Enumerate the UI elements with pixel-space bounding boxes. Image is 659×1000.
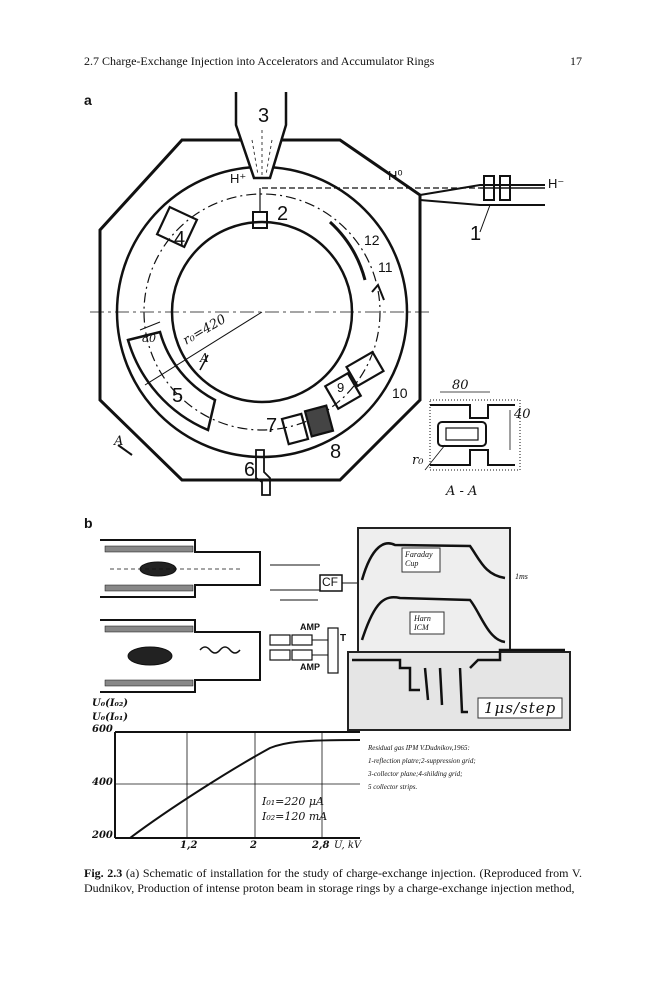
label-3: 3 xyxy=(258,105,269,127)
scope1-time: 1ms xyxy=(515,572,528,581)
caption-text: (a) Schematic of installation for the st… xyxy=(84,866,582,895)
scope3-time: 1μs/step xyxy=(484,699,557,717)
label-h-zero: H⁰ xyxy=(388,168,403,183)
label-9: 9 xyxy=(337,380,344,395)
ytick-600: 600 xyxy=(92,724,113,735)
label-inset-r0: r₀ xyxy=(412,453,424,468)
label-2: 2 xyxy=(277,203,288,225)
xtick-1-2: 1,2 xyxy=(180,840,198,851)
label-1: 1 xyxy=(470,223,481,245)
element-12 xyxy=(328,220,367,281)
label-h-minus: H⁻ xyxy=(548,176,564,191)
xtick-2: 2 xyxy=(250,840,257,851)
label-h-plus: H⁺ xyxy=(230,171,246,186)
x-unit: U, kV xyxy=(334,840,362,851)
element-10 xyxy=(345,350,385,388)
label-inset-title: A - A xyxy=(445,484,477,499)
i01-label: I₀₁=220 μA xyxy=(262,795,324,808)
ytick-200: 200 xyxy=(92,830,113,841)
label-8: 8 xyxy=(330,441,341,463)
label-6: 6 xyxy=(244,459,255,481)
panel-b-schematic xyxy=(100,539,360,693)
t-label: T xyxy=(340,633,347,644)
beam-orbit xyxy=(143,193,381,431)
element-9 xyxy=(323,371,363,411)
caption-label: Fig. 2.3 xyxy=(84,866,123,880)
scope-photos xyxy=(347,527,571,731)
radius-line xyxy=(144,311,263,386)
label-7: 7 xyxy=(266,415,277,437)
element-8 xyxy=(303,404,335,438)
graph-ylabel-bottom: U₀(I₀₁) xyxy=(92,712,129,723)
voltage-graph xyxy=(114,731,361,839)
element-4 xyxy=(155,205,199,249)
panel-b-label: b xyxy=(84,515,93,531)
label-section-a: A xyxy=(199,351,209,365)
label-section-a-2: A xyxy=(113,434,123,449)
amp-label-top: AMP xyxy=(300,622,320,632)
element-11 xyxy=(371,283,385,301)
label-12: 12 xyxy=(364,232,380,248)
label-inset-80: 80 xyxy=(452,378,469,393)
element-7 xyxy=(280,412,310,446)
octagon-chamber xyxy=(98,138,422,482)
label-10: 10 xyxy=(392,385,408,401)
graph-ylabel-top: U₀(I₀₂) xyxy=(92,698,129,709)
icm-trace xyxy=(360,596,506,644)
label-4: 4 xyxy=(174,228,185,250)
page-number: 17 xyxy=(570,54,582,68)
element-6 xyxy=(255,449,271,496)
label-dim-80: 80 xyxy=(142,332,156,345)
label-inset-40: 40 xyxy=(513,407,531,422)
voltage-curve xyxy=(129,739,361,839)
label-5: 5 xyxy=(172,385,183,407)
label-11: 11 xyxy=(378,259,393,275)
figure-caption: Fig. 2.3 (a) Schematic of installation f… xyxy=(84,866,582,896)
panel-a-schematic xyxy=(90,92,545,496)
section-line-a xyxy=(117,444,133,456)
inset-section-aa xyxy=(424,391,521,471)
scope1-title: Faraday Cup xyxy=(405,550,433,568)
element-5 xyxy=(126,330,217,432)
amp-label-bottom: AMP xyxy=(300,662,320,672)
xtick-2-8: 2,8 xyxy=(312,840,330,851)
i02-label: I₀₂=120 mA xyxy=(262,810,328,823)
scope2-title: Harn ICM xyxy=(414,614,431,632)
ytick-400: 400 xyxy=(92,777,113,788)
faraday-trace xyxy=(360,542,506,581)
gas-notes: Residual gas IPM V.Dudnikov,1965: 1-refl… xyxy=(368,744,476,791)
injection-tube xyxy=(234,92,288,180)
step-trace xyxy=(352,648,565,714)
panel-a-label: a xyxy=(84,92,92,108)
cf-label: CF xyxy=(322,575,338,589)
section-title: 2.7 Charge-Exchange Injection into Accel… xyxy=(84,54,435,68)
